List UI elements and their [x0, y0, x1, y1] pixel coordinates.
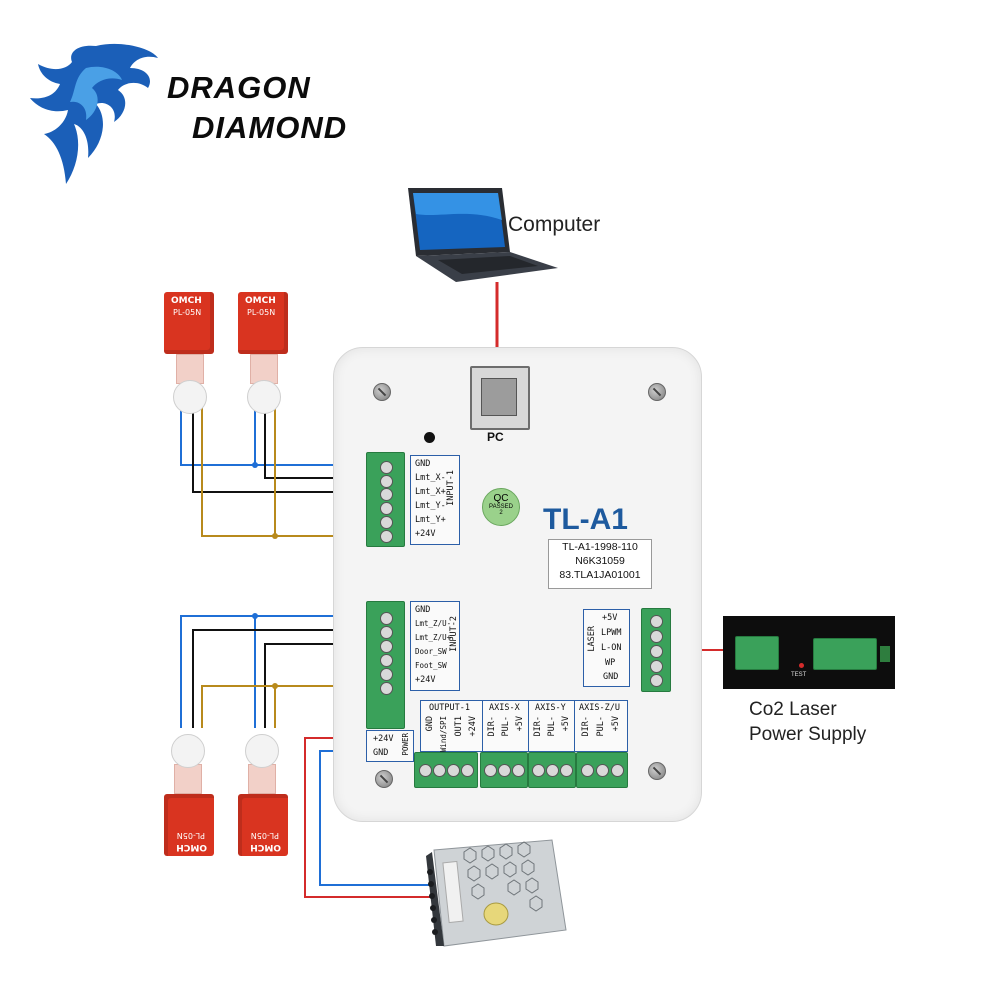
laser-test-label: TEST — [791, 672, 807, 678]
axis-y-pin: DIR- — [533, 716, 543, 737]
axis-x-pin: +5V — [515, 716, 525, 732]
board-model: TL-A1 — [543, 503, 628, 536]
axis-x-label: AXIS-X DIR- PUL- +5V — [482, 700, 530, 752]
proximity-sensor-u: OMCH PL-05N — [237, 726, 289, 856]
laser-supply-label-2: Power Supply — [749, 724, 867, 745]
screw-icon — [648, 383, 666, 401]
axis-x-terminal[interactable] — [480, 752, 528, 788]
laser-supply-label-1: Co2 Laser — [749, 699, 837, 720]
sensor-brand: OMCH — [245, 296, 276, 306]
laser-pin: +5V — [602, 613, 618, 623]
input2-pin: GND — [415, 605, 431, 615]
serial-sticker: TL-A1-1998-110 N6K31059 83.TLA1JA01001 — [548, 539, 652, 589]
laser-power-supply: TEST — [723, 616, 895, 689]
led-indicator — [424, 432, 435, 443]
laser-title: LASER — [587, 626, 597, 652]
sticker-line-1: TL-A1-1998-110 — [562, 541, 638, 553]
wire-blue-1 — [180, 400, 386, 466]
power-pin-labels: +24V GND POWER — [366, 730, 414, 762]
input2-pin: Door_SW — [415, 647, 447, 656]
input2-pin: Lmt_Z/U+ — [415, 633, 452, 642]
screw-icon — [373, 383, 391, 401]
output1-pin: +24V — [468, 716, 478, 737]
sensor-brand: OMCH — [176, 842, 207, 852]
laser-pin: LPWM — [601, 628, 622, 638]
power-title: POWER — [401, 733, 410, 756]
input1-pin: Lmt_X- — [415, 473, 446, 483]
power-pin: +24V — [373, 734, 394, 744]
switching-power-supply — [424, 836, 567, 948]
axis-y-pin: +5V — [561, 716, 571, 732]
sticker-line-3: 83.TLA1JA01001 — [559, 569, 641, 581]
wire-black-3 — [192, 629, 386, 728]
axis-y-label: AXIS-Y DIR- PUL- +5V — [528, 700, 576, 752]
laser-terminal[interactable] — [641, 608, 671, 692]
wire-brown-3 — [201, 685, 386, 728]
output1-pin: Wind/SPI — [439, 716, 448, 753]
laser-pin: WP — [605, 658, 616, 668]
input1-pin-labels: GND Lmt_X- Lmt_X+ Lmt_Y- Lmt_Y+ +24V INP… — [410, 455, 460, 545]
input1-pin: +24V — [415, 529, 436, 539]
axis-x-pin: PUL- — [501, 716, 511, 737]
axis-x-title: AXIS-X — [489, 703, 520, 713]
input2-terminal[interactable] — [366, 601, 405, 729]
screw-icon — [375, 770, 393, 788]
input1-pin: Lmt_Y+ — [415, 515, 446, 525]
wire-brown-1 — [201, 400, 386, 537]
input2-pin: Foot_SW — [415, 661, 447, 670]
input1-pin: GND — [415, 459, 431, 469]
input2-pin: Lmt_Z/U- — [415, 619, 452, 628]
output1-title: OUTPUT-1 — [429, 703, 470, 713]
input2-pin-labels: GND Lmt_Z/U- Lmt_Z/U+ Door_SW Foot_SW +2… — [410, 601, 460, 691]
proximity-sensor-y: OMCH PL-05N — [237, 292, 289, 422]
brand-name-line1: DRAGON — [167, 70, 311, 105]
output1-pin: OUT1 — [454, 716, 464, 737]
output1-terminal[interactable] — [414, 752, 478, 788]
axis-y-terminal[interactable] — [528, 752, 576, 788]
usb-port[interactable] — [470, 366, 530, 430]
axis-y-title: AXIS-Y — [535, 703, 566, 713]
axis-zu-terminal[interactable] — [576, 752, 628, 788]
qc-number: 2 — [499, 510, 503, 516]
sensor-model: PL-05N — [250, 831, 279, 840]
screw-icon — [648, 762, 666, 780]
laser-pin: L-ON — [601, 643, 622, 653]
sensor-model: PL-05N — [247, 308, 276, 317]
brand-name-line2: DIAMOND — [192, 110, 348, 145]
output1-label: OUTPUT-1 GND Wind/SPI OUT1 +24V — [420, 700, 484, 752]
dragon-logo-icon — [30, 43, 158, 184]
axis-y-pin: PUL- — [547, 716, 557, 737]
wire-blue-3 — [180, 615, 386, 728]
laser-pin-labels: LASER +5V LPWM L-ON WP GND — [583, 609, 630, 687]
sensor-brand: OMCH — [250, 842, 281, 852]
power-pin: GND — [373, 748, 389, 758]
proximity-sensor-x: OMCH PL-05N — [163, 292, 215, 422]
input1-pin: Lmt_X+ — [415, 487, 446, 497]
proximity-sensor-z: OMCH PL-05N — [163, 726, 215, 856]
input2-pin: +24V — [415, 675, 436, 685]
input1-title: INPUT-1 — [446, 470, 456, 506]
input1-pin: Lmt_Y- — [415, 501, 446, 511]
laptop-icon — [408, 188, 558, 282]
wire-black-1 — [192, 400, 386, 493]
input2-title: INPUT-2 — [449, 616, 459, 652]
sensor-model: PL-05N — [173, 308, 202, 317]
axis-zu-pin: +5V — [611, 716, 621, 732]
axis-zu-pin: PUL- — [596, 716, 606, 737]
axis-zu-pin: DIR- — [581, 716, 591, 737]
axis-zu-label: AXIS-Z/U DIR- PUL- +5V — [574, 700, 628, 752]
input1-terminal[interactable] — [366, 452, 405, 547]
computer-label: Computer — [508, 213, 601, 236]
axis-zu-title: AXIS-Z/U — [579, 703, 620, 713]
usb-label: PC — [487, 430, 504, 444]
laser-pin: GND — [603, 672, 619, 682]
output1-pin: GND — [425, 716, 435, 732]
sticker-line-2: N6K31059 — [575, 555, 625, 567]
qc-passed: PASSED — [489, 504, 513, 510]
qc-sticker: QC PASSED 2 — [482, 488, 520, 526]
sensor-brand: OMCH — [171, 296, 202, 306]
qc-text: QC — [493, 493, 509, 504]
sensor-model: PL-05N — [176, 831, 205, 840]
axis-x-pin: DIR- — [487, 716, 497, 737]
